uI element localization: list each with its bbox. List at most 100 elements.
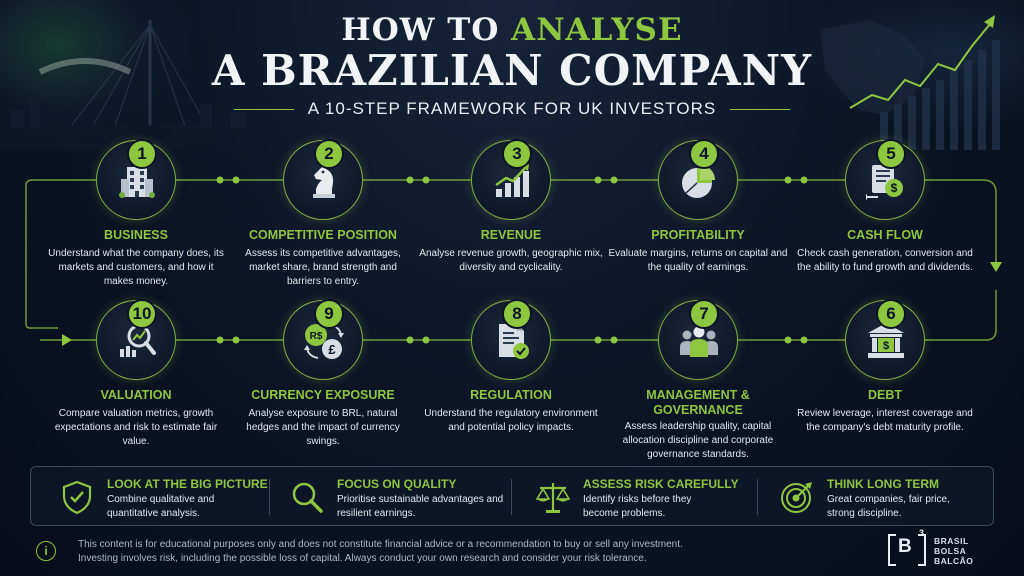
b3-word-1: BRASIL — [934, 536, 969, 546]
growth-arrow-head — [984, 15, 995, 28]
team-icon — [680, 326, 718, 357]
step-title: BUSINESS — [104, 228, 168, 242]
dollar-sign: $ — [883, 340, 889, 352]
subtitle-rule-left — [233, 108, 294, 110]
disclaimer-line-1: This content is for educational purposes… — [78, 539, 683, 550]
step-number-badge: 4 — [689, 139, 719, 169]
real-symbol: R$ — [310, 331, 323, 342]
step-description: Check cash generation, conversion and th… — [797, 248, 973, 273]
info-icon: i — [36, 541, 56, 561]
disclaimer-line-2: Investing involves risk, including the p… — [78, 553, 647, 564]
step-circle: 1 — [96, 139, 176, 220]
principle-description: Identify risks before they become proble… — [583, 494, 692, 519]
pie-chart-icon — [682, 165, 715, 198]
principle-focus-quality: FOCUS ON QUALITY Prioritise sustainable … — [289, 467, 509, 527]
step-description: Understand what the company does, its ma… — [48, 248, 224, 287]
step-description: Understand the regulatory environment an… — [424, 408, 598, 433]
b3-bracket-mark — [888, 534, 926, 566]
step-circle: $ 6 — [845, 299, 925, 380]
b3-letter: B — [898, 536, 912, 557]
step-title: VALUATION — [100, 388, 172, 402]
step-circle: 7 — [658, 299, 738, 380]
document-check-icon — [499, 324, 529, 359]
b3-wordmark: BRASIL BOLSA BALCÃO — [934, 536, 973, 566]
principle-title: ASSESS RISK CAREFULLY — [583, 477, 739, 491]
step-circle: 4 — [658, 139, 738, 220]
principle-big-picture: LOOK AT THE BIG PICTURE Combine qualitat… — [59, 467, 279, 527]
step-description: Assess its competitive advantages, marke… — [245, 248, 401, 287]
disclaimer: This content is for educational purposes… — [78, 538, 798, 566]
principle-title: LOOK AT THE BIG PICTURE — [107, 477, 268, 491]
principle-long-term: THINK LONG TERM Great companies, fair pr… — [779, 467, 989, 527]
principle-description: Combine qualitative and quantitative ana… — [107, 494, 215, 519]
principle-divider — [757, 479, 758, 515]
brazil-map-shape — [820, 20, 925, 115]
cash-document-icon: $ — [866, 165, 903, 200]
step-title: COMPETITIVE POSITION — [249, 228, 397, 242]
principles-panel: LOOK AT THE BIG PICTURE Combine qualitat… — [30, 466, 994, 526]
pound-symbol: £ — [328, 342, 336, 357]
step-title: REGULATION — [470, 388, 552, 402]
arrow-into-step-10 — [62, 334, 72, 346]
step-title: DEBT — [867, 388, 903, 402]
page-title-line2: A BRAZILIAN COMPANY — [211, 46, 813, 95]
subtitle: A 10-STEP FRAMEWORK FOR UK INVESTORS — [307, 99, 717, 118]
step-circle: 2 — [283, 139, 363, 220]
step-title: CURRENCY EXPOSURE — [251, 388, 395, 402]
principle-divider — [511, 479, 512, 515]
shield-check-icon — [62, 480, 92, 515]
target-icon — [781, 482, 812, 513]
currency-exchange-icon: R$ £ — [304, 324, 344, 359]
step-number-badge: 10 — [127, 299, 157, 329]
growth-line — [849, 23, 991, 109]
dollar-sign: $ — [891, 181, 898, 195]
b3-word-2: BOLSA — [934, 546, 967, 556]
b3-word-3: BALCÃO — [934, 556, 974, 566]
principle-description: Great companies, fair price, strong disc… — [827, 494, 950, 519]
step-number-badge: 5 — [876, 139, 906, 169]
step-number-badge: 6 — [876, 299, 906, 329]
step-title: CASH FLOW — [847, 228, 923, 242]
step-number-badge: 1 — [127, 139, 157, 169]
step-number-badge: 8 — [502, 299, 532, 329]
step-title: MANAGEMENT & GOVERNANCE — [646, 388, 750, 417]
title-prefix: HOW TO — [341, 12, 512, 48]
step-number-badge: 2 — [314, 139, 344, 169]
step-number-badge: 3 — [502, 139, 532, 169]
step-number-badge: 7 — [689, 299, 719, 329]
down-arrow-right — [990, 262, 1002, 272]
b3-logo: B 3 BRASIL BOLSA BALCÃO — [888, 528, 988, 572]
bottom-return-line — [40, 329, 997, 341]
step-circle: $ 5 — [845, 139, 925, 220]
step-description: Evaluate margins, returns on capital and… — [608, 248, 788, 273]
title-accent: ANALYSE — [511, 12, 683, 48]
step-circle: 8 — [471, 299, 551, 380]
subtitle-rule-right — [730, 108, 791, 110]
subtitle-row: A 10-STEP FRAMEWORK FOR UK INVESTORS — [0, 98, 1024, 120]
principle-description: Prioritise sustainable advantages and re… — [337, 494, 504, 519]
flow-connectors — [25, 176, 1002, 346]
step-title: REVENUE — [480, 228, 542, 242]
step-circle: 3 — [471, 139, 551, 220]
search-icon — [292, 482, 323, 513]
flag-band — [38, 58, 132, 75]
step-circle: R$ £ 9 — [283, 299, 363, 380]
bar-chart-growth-icon — [495, 164, 529, 197]
principle-title: THINK LONG TERM — [827, 477, 939, 491]
rising-bars — [880, 40, 1000, 150]
step-circle: 10 — [96, 299, 176, 380]
step-description: Analyse revenue growth, geographic mix, … — [419, 248, 603, 273]
step-description: Review leverage, interest coverage and t… — [797, 408, 973, 433]
top-row-line — [25, 179, 997, 329]
building-icon — [119, 167, 155, 198]
principle-assess-risk: ASSESS RISK CAREFULLY Identify risks bef… — [535, 467, 755, 527]
principle-divider — [269, 479, 270, 515]
page-title-line1: HOW TO ANALYSE — [0, 12, 1024, 48]
scales-icon — [535, 483, 571, 513]
step-title: PROFITABILITY — [651, 228, 745, 242]
step-description: Analyse exposure to BRL, natural hedges … — [246, 408, 400, 447]
step-description: Compare valuation metrics, growth expect… — [54, 408, 218, 447]
step-description: Assess leadership quality, capital alloc… — [622, 421, 774, 460]
principle-title: FOCUS ON QUALITY — [337, 477, 457, 491]
chess-knight-icon — [313, 165, 335, 198]
